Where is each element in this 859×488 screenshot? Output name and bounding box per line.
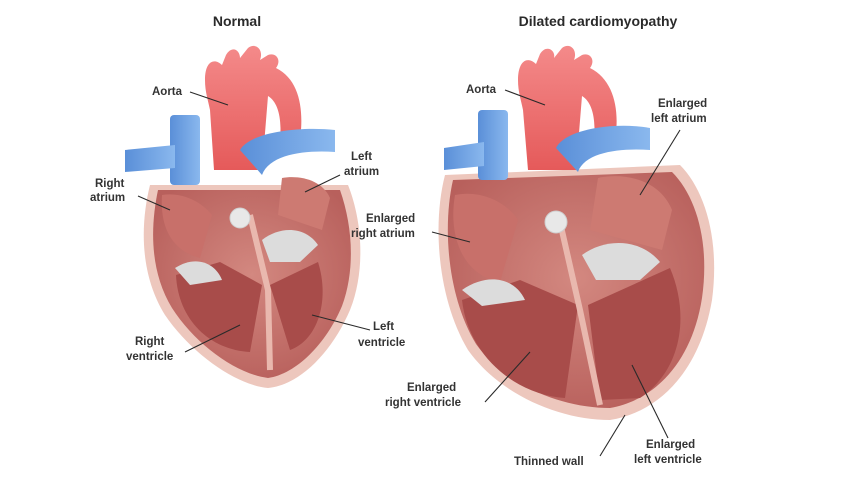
normal-left-atrium-chamber — [278, 177, 330, 230]
dilated-pulmonary-vessel — [478, 110, 508, 180]
normal-sup-vena-cava — [125, 145, 175, 172]
label-normal-left-atrium-line2: atrium — [344, 166, 379, 178]
label-dilated-left-ventricle-line2: left ventricle — [634, 454, 702, 466]
label-normal-right-atrium-line1: Right — [95, 178, 125, 190]
normal-left-ventricle-chamber — [270, 262, 323, 350]
dilated-left-atrium-chamber — [590, 176, 672, 250]
normal-right-atrium-chamber — [161, 194, 212, 258]
normal-right-ventricle-chamber — [176, 262, 262, 352]
leader-dilated-left-atrium — [639, 129, 681, 196]
label-normal-aorta: Aorta — [152, 86, 183, 98]
dilated-valve-center — [544, 210, 568, 234]
label-normal-right-ventricle-line2: ventricle — [126, 351, 173, 363]
label-dilated-right-atrium-line2: right atrium — [351, 228, 415, 240]
dilated-valve-left — [462, 279, 525, 306]
leader-normal-right-ventricle — [184, 324, 241, 353]
normal-aorta — [205, 45, 302, 170]
normal-valve-right — [262, 230, 318, 262]
dilated-right-ventricle-chamber — [462, 280, 578, 398]
label-dilated-left-atrium-line1: Enlarged — [658, 98, 707, 110]
leader-normal-aorta — [189, 91, 229, 106]
dilated-right-atrium-chamber — [453, 193, 518, 282]
normal-pulmonary-vessel — [170, 115, 200, 185]
label-dilated-right-ventricle-line1: Enlarged — [407, 382, 456, 394]
leader-dilated-thinned-wall — [599, 414, 626, 457]
normal-valve-left — [175, 261, 222, 285]
label-dilated-right-ventricle-line2: right ventricle — [385, 397, 461, 409]
label-dilated-left-ventricle-line1: Enlarged — [646, 439, 695, 451]
label-normal-left-atrium-line1: Left — [351, 151, 372, 163]
leader-dilated-right-atrium — [431, 231, 471, 243]
leader-normal-left-atrium — [304, 174, 341, 193]
normal-pulmonary-artery — [240, 128, 335, 175]
dilated-aorta — [518, 45, 617, 170]
leader-normal-left-ventricle — [311, 314, 371, 331]
normal-septum — [247, 214, 273, 371]
label-dilated-aorta: Aorta — [466, 84, 497, 96]
label-dilated-left-atrium-line2: left atrium — [651, 113, 707, 125]
dilated-left-ventricle-chamber — [588, 268, 681, 400]
dilated-title: Dilated cardiomyopathy — [519, 13, 678, 29]
leader-dilated-aorta — [504, 89, 546, 106]
label-dilated-thinned-wall: Thinned wall — [514, 456, 584, 468]
label-normal-right-ventricle-line1: Right — [135, 336, 165, 348]
dilated-septum — [557, 221, 603, 406]
dilated-pulmonary-artery — [556, 125, 650, 172]
dilated-heart — [438, 45, 715, 420]
normal-title: Normal — [213, 13, 261, 29]
label-normal-left-ventricle-line1: Left — [373, 321, 394, 333]
leader-normal-right-atrium — [137, 195, 171, 211]
leader-dilated-left-ventricle — [631, 364, 669, 439]
normal-valve-center — [229, 207, 251, 229]
label-normal-left-ventricle-line2: ventricle — [358, 337, 405, 349]
dilated-sup-vena-cava — [444, 142, 484, 170]
label-normal-right-atrium-line2: atrium — [90, 192, 125, 204]
dilated-valve-right — [582, 243, 660, 280]
label-dilated-right-atrium-line1: Enlarged — [366, 213, 415, 225]
leader-dilated-right-ventricle — [484, 351, 531, 403]
normal-heart — [125, 45, 361, 388]
